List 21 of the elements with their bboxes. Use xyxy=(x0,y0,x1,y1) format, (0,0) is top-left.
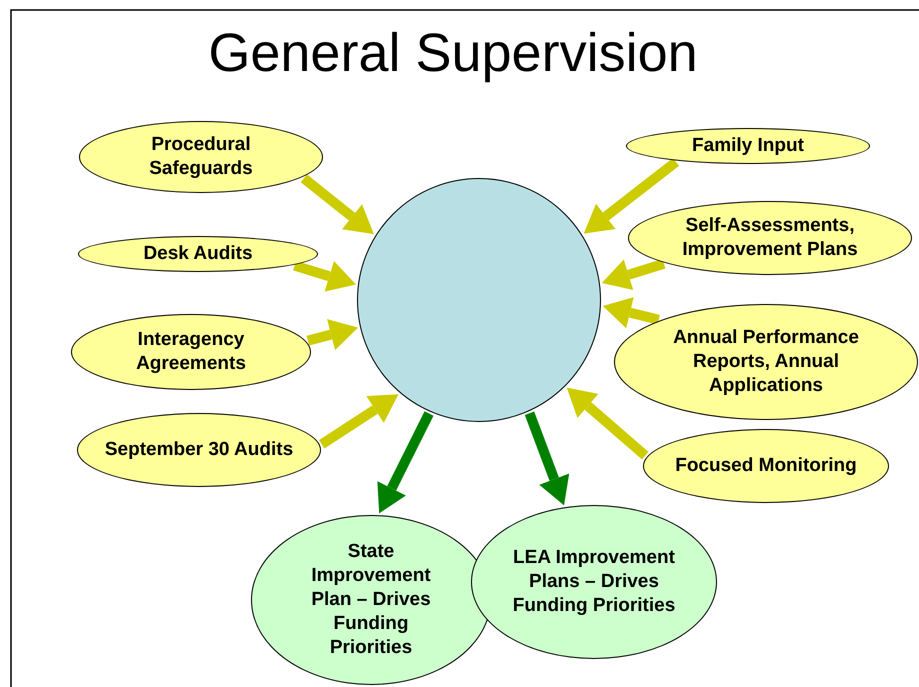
arrow xyxy=(524,411,570,506)
node-label: Family Input xyxy=(691,134,805,158)
arrow xyxy=(377,411,434,514)
node-label: Interagency Agreements xyxy=(135,328,247,376)
node-label: Procedural Safeguards xyxy=(148,133,254,181)
node-label: Focused Monitoring xyxy=(674,454,858,478)
arrow xyxy=(306,319,358,350)
title: General Supervision xyxy=(207,22,699,85)
arrow xyxy=(293,260,356,292)
node-label: Self-Assessments, Improvement Plans xyxy=(681,214,859,262)
node-label: LEA Improvement Plans – Drives Funding Priorities xyxy=(512,546,676,618)
arrow xyxy=(602,258,666,290)
arrow xyxy=(300,174,374,234)
node-label: Annual Performance Reports, Annual Applications xyxy=(672,326,860,398)
arrow xyxy=(584,158,680,234)
node-label: September 30 Audits xyxy=(104,438,294,462)
arrow xyxy=(602,297,660,328)
arrow xyxy=(319,394,398,448)
node-label: Desk Audits xyxy=(142,242,254,266)
node-label: State Improvement Plan – Drives Funding Priorities xyxy=(310,540,432,660)
arrow xyxy=(566,388,648,460)
